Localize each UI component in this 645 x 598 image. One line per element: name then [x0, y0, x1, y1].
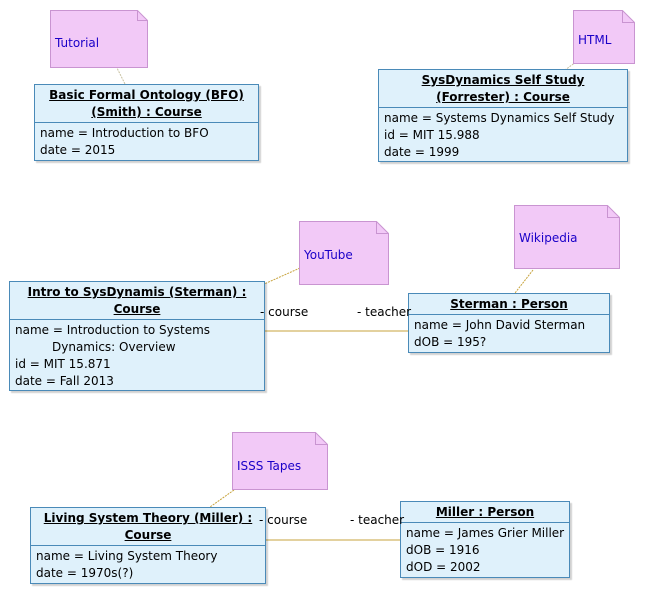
person-sterman[interactable]: Sterman : Person name = John David Sterm…	[408, 293, 610, 353]
attribute-list: name = John David Sterman dOB = 195?	[409, 315, 609, 353]
title-line: Basic Formal Ontology (BFO)	[49, 88, 244, 102]
note-anchor-youtube	[261, 267, 301, 286]
note-shape	[573, 10, 635, 64]
attribute-name-cont: Dynamics: Overview	[52, 340, 176, 354]
title-line: (Forrester) : Course	[436, 90, 570, 104]
note-label-youtube: YouTube	[304, 248, 353, 262]
course-sysdynamics[interactable]: SysDynamics Self Study (Forrester) : Cou…	[378, 69, 628, 162]
person-miller[interactable]: Miller : Person name = James Grier Mille…	[400, 501, 570, 578]
title-line: Intro to SysDynamis (Sterman) :	[27, 285, 247, 299]
course-sysdynamics-title: SysDynamics Self Study (Forrester) : Cou…	[379, 70, 627, 108]
attribute-list: name = Systems Dynamics Self Study id = …	[379, 108, 627, 163]
course-intro-sysdynamis[interactable]: Intro to SysDynamis (Sterman) : Course n…	[9, 281, 265, 391]
attribute-list: name = James Grier Miller dOB = 1916 dOD…	[401, 523, 569, 578]
note-label-wikipedia: Wikipedia	[519, 231, 578, 245]
note-shape	[514, 205, 620, 269]
attribute-name: name = Systems Dynamics Self Study	[384, 111, 615, 125]
title-line: SysDynamics Self Study	[421, 73, 585, 87]
attribute-date: date = 1999	[384, 145, 460, 159]
attribute-id: id = MIT 15.988	[384, 128, 480, 142]
note-label-html: HTML	[578, 33, 612, 47]
title-line: Course	[113, 302, 161, 316]
note-label-isss-tapes: ISSS Tapes	[237, 459, 302, 473]
title-line: Sterman : Person	[450, 297, 568, 311]
course-bfo-title: Basic Formal Ontology (BFO) (Smith) : Co…	[35, 85, 258, 123]
course-living-system-theory[interactable]: Living System Theory (Miller) : Course n…	[30, 507, 266, 584]
note-anchor-isss	[209, 489, 235, 508]
course-intro-title: Intro to SysDynamis (Sterman) : Course	[10, 282, 264, 320]
attribute-date: date = Fall 2013	[15, 374, 114, 388]
attribute-id: id = MIT 15.871	[15, 357, 111, 371]
attribute-list: name = Introduction to BFO date = 2015	[35, 123, 258, 161]
note-youtube[interactable]: YouTube	[299, 221, 397, 285]
attribute-dob: dOB = 1916	[406, 543, 480, 557]
note-anchor-wikipedia	[514, 269, 534, 294]
attribute-date: date = 1970s(?)	[36, 566, 134, 580]
title-line: Miller : Person	[435, 505, 535, 519]
attribute-name: name = Introduction to Systems	[15, 323, 211, 337]
role-teacher-sterman: - teacher	[357, 305, 412, 319]
note-wikipedia[interactable]: Wikipedia	[514, 205, 620, 269]
title-line: (Smith) : Course	[91, 105, 202, 119]
attribute-list: name = Introduction to Systems Dynamics:…	[10, 320, 264, 392]
attribute-name: name = Living System Theory	[36, 549, 218, 563]
attribute-list: name = Living System Theory date = 1970s…	[31, 546, 265, 584]
attribute-date: date = 2015	[40, 143, 116, 157]
note-tutorial[interactable]: Tutorial	[50, 10, 148, 74]
role-teacher-miller: - teacher	[350, 513, 405, 527]
role-course-intro: - course	[260, 305, 309, 319]
title-line: Course	[124, 528, 172, 542]
attribute-dod: dOD = 2002	[406, 560, 481, 574]
note-shape	[50, 10, 148, 68]
attribute-name: name = Introduction to BFO	[40, 126, 209, 140]
role-course-living: - course	[259, 513, 308, 527]
note-html[interactable]: HTML	[573, 10, 645, 74]
title-line: Living System Theory (Miller) :	[43, 511, 253, 525]
attribute-name: name = John David Sterman	[414, 318, 586, 332]
note-shape	[232, 432, 328, 490]
attribute-name: name = James Grier Miller	[406, 526, 565, 540]
attribute-dob: dOB = 195?	[414, 335, 487, 349]
person-sterman-title: Sterman : Person	[409, 294, 609, 315]
note-shape	[299, 221, 389, 285]
course-living-title: Living System Theory (Miller) : Course	[31, 508, 265, 546]
note-label-tutorial: Tutorial	[55, 36, 100, 50]
person-miller-title: Miller : Person	[401, 502, 569, 523]
note-isss-tapes[interactable]: ISSS Tapes	[232, 432, 330, 496]
course-bfo[interactable]: Basic Formal Ontology (BFO) (Smith) : Co…	[34, 84, 259, 161]
